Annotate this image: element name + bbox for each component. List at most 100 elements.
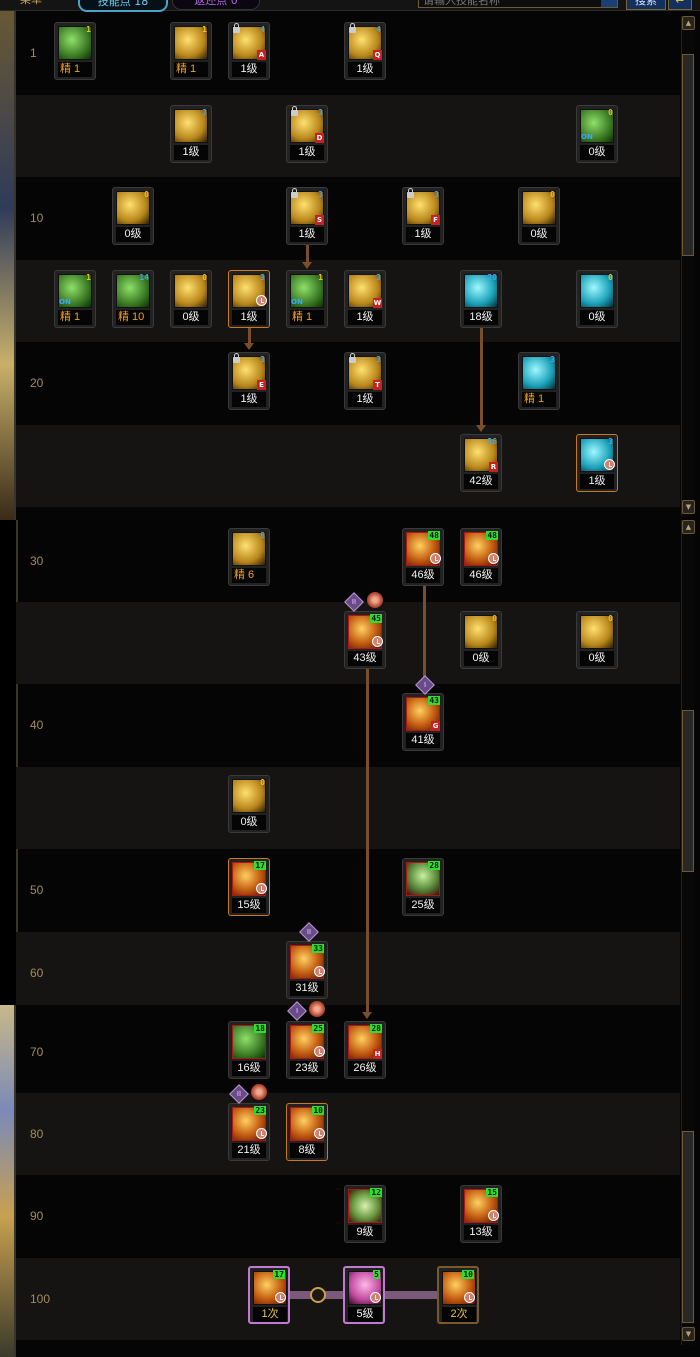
skill-level-value: 精 1 — [522, 392, 556, 407]
search-button[interactable]: 搜索 — [626, 0, 666, 10]
level-label: 60 — [30, 966, 44, 980]
skill-search-input[interactable]: 请输入技能名称 — [418, 0, 618, 8]
skill-level-value: 1级 — [232, 310, 266, 325]
scroll-up-icon[interactable]: ▲ — [682, 16, 695, 30]
skill-points-tab[interactable]: 技能点 18 — [78, 0, 168, 12]
search-dropdown-icon[interactable] — [601, 0, 617, 7]
level-row: 10 — [16, 177, 680, 259]
level-row — [16, 425, 680, 507]
talisman-orb-icon[interactable] — [367, 592, 383, 608]
level-row: 1 — [16, 12, 680, 94]
skill-required-level-badge: 20 — [487, 273, 497, 282]
skill-level-value: 15级 — [232, 898, 266, 913]
cyan-swirl-icon — [580, 274, 614, 308]
skill-level-value: 1级 — [290, 145, 324, 160]
shield-dash-icon — [232, 532, 266, 566]
skill-required-level-badge: 48 — [486, 531, 498, 540]
back-icon[interactable]: ↩ — [668, 0, 692, 10]
scroll-down-icon[interactable]: ▼ — [682, 500, 695, 514]
return-points-tab[interactable]: 返还点 0 — [172, 0, 260, 10]
awakening-clock-icon — [310, 1287, 326, 1303]
scrollbar[interactable]: ▼ — [681, 1005, 695, 1345]
skill-required-level-badge: 28 — [428, 861, 440, 870]
skill-slot-cyan-roses[interactable]: 3 1级 — [576, 434, 618, 492]
menu-button[interactable]: 菜单 — [20, 0, 42, 8]
scroll-thumb[interactable] — [682, 710, 694, 872]
hotkey-badge: R — [489, 462, 498, 472]
talisman-orb-icon[interactable] — [309, 1001, 325, 1017]
green-shield-icon — [580, 109, 614, 143]
scrollbar[interactable]: ▲ — [681, 520, 695, 1005]
scroll-thumb[interactable] — [682, 1131, 694, 1323]
lock-icon — [349, 23, 356, 33]
green-star-icon — [116, 274, 150, 308]
skill-level-value: 0级 — [464, 651, 498, 666]
scroll-down-icon[interactable]: ▼ — [682, 1327, 695, 1341]
skill-level-value: 精 1 — [58, 62, 92, 77]
skill-required-level-badge: 3 — [608, 437, 613, 446]
scroll-thumb[interactable] — [682, 54, 694, 256]
cooldown-clock-icon — [256, 295, 267, 306]
scroll-up-icon[interactable]: ▲ — [682, 520, 695, 534]
skill-required-level-badge: 8 — [260, 531, 265, 540]
skill-level-value: 1级 — [580, 474, 614, 489]
talisman-orb-icon[interactable] — [251, 1084, 267, 1100]
level-label: 50 — [30, 883, 44, 897]
runner-icon — [290, 274, 324, 308]
background-strip — [0, 1005, 14, 1357]
rune-tier-label: I — [295, 1007, 299, 1015]
swap-arrows-icon — [174, 26, 208, 60]
rune-tier-label: II — [306, 928, 312, 936]
skill-level-value: 0级 — [116, 227, 150, 242]
rune-tier-label: I — [423, 681, 427, 689]
aura-green-icon — [58, 274, 92, 308]
skill-tree-segment-2: 30 40 50 60 ▲ — [0, 520, 700, 1005]
skill-level-value: 1次 — [253, 1307, 287, 1322]
scrollbar[interactable]: ▲ ▼ — [681, 16, 695, 516]
